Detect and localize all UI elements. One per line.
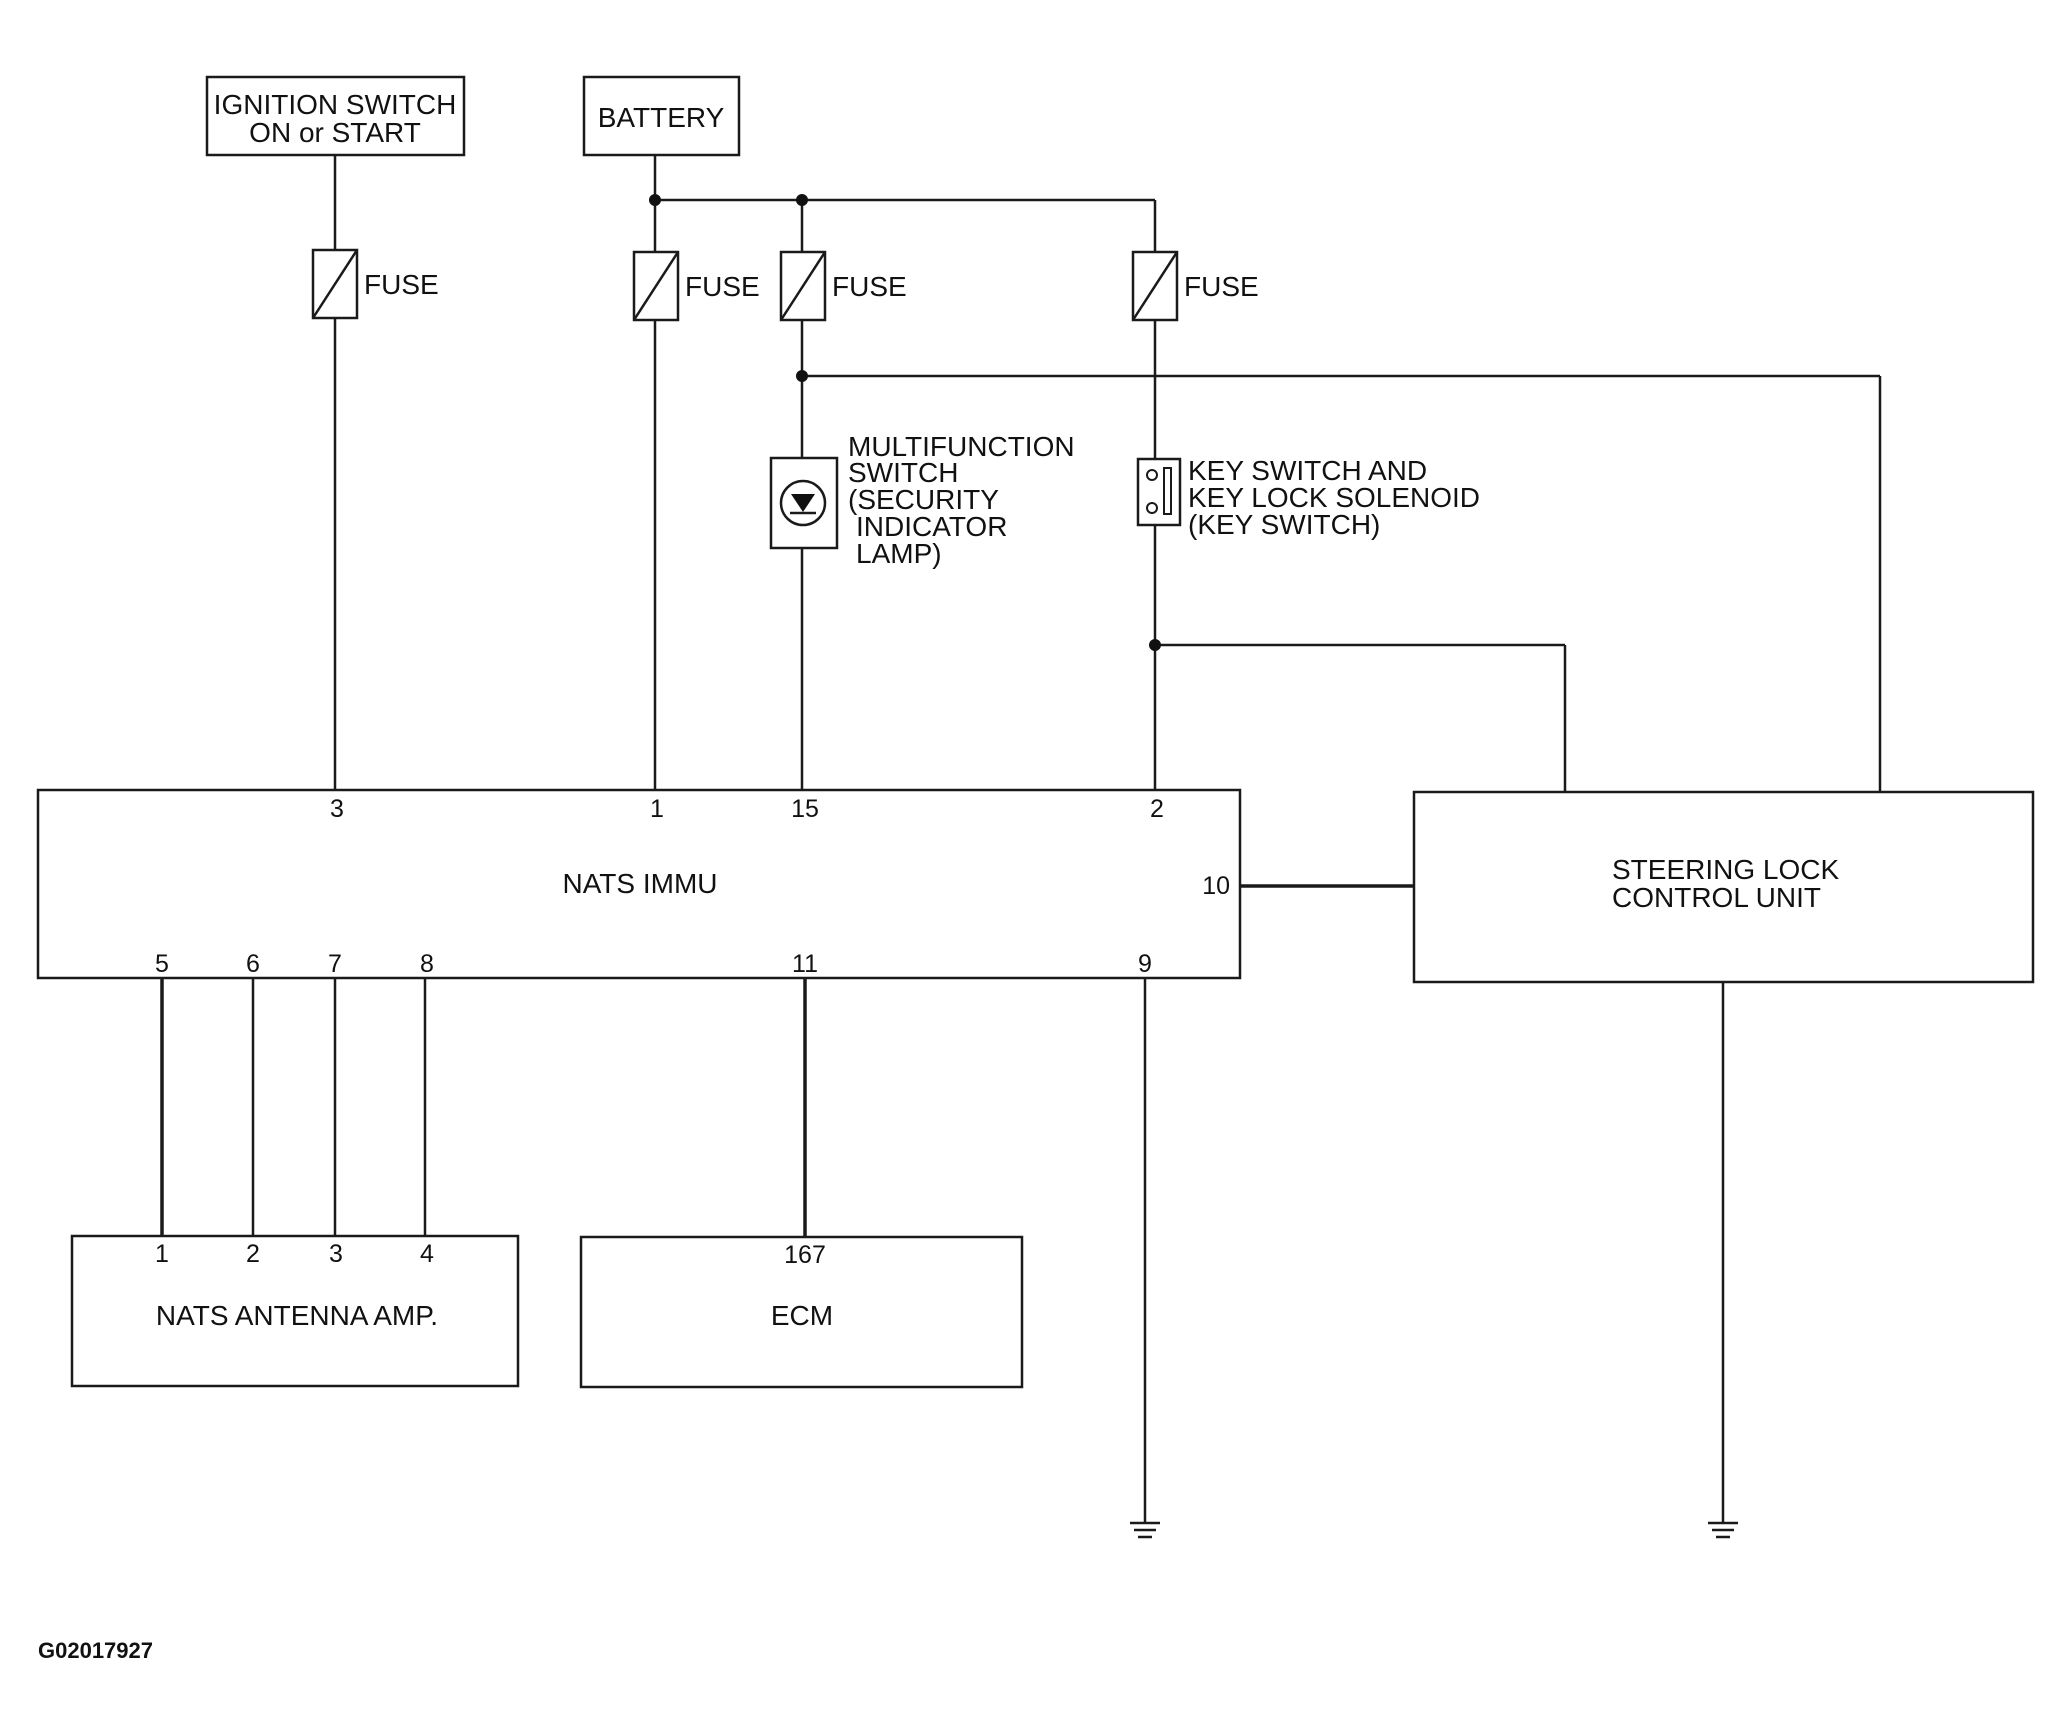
junction-dot (1149, 639, 1161, 651)
pin-label: 4 (420, 1240, 434, 1268)
pin-label: 15 (791, 795, 819, 823)
nats-immu-label: NATS IMMU (562, 868, 717, 899)
battery-label: BATTERY (598, 102, 725, 133)
junction-dot (796, 370, 808, 382)
fuse-battery-2: FUSE (779, 250, 907, 322)
ecm-pin-label: 167 (784, 1241, 826, 1269)
fuse-label: FUSE (685, 271, 760, 302)
pin-label: 1 (155, 1240, 169, 1268)
fuse-ignition: FUSE (311, 248, 439, 320)
ecm-label: ECM (771, 1300, 833, 1331)
figure-id: G02017927 (38, 1638, 153, 1663)
key-switch: KEY SWITCH AND KEY LOCK SOLENOID (KEY SW… (1136, 455, 1480, 540)
multifunction-label-5: LAMP) (856, 538, 942, 569)
ground-icon (1708, 1521, 1738, 1539)
key-switch-label-2: KEY LOCK SOLENOID (1188, 482, 1480, 513)
nats-immu-box: NATS IMMU 3 1 15 2 10 5 6 7 8 11 9 (36, 788, 1242, 980)
ignition-switch-label-2: ON or START (249, 117, 421, 148)
ignition-switch-box: IGNITION SWITCH ON or START (205, 75, 466, 157)
diode-icon (791, 494, 815, 512)
fuse-label: FUSE (364, 269, 439, 300)
pin-label: 9 (1138, 950, 1152, 978)
pin-label: 6 (246, 950, 260, 978)
pin-label: 7 (328, 950, 342, 978)
nats-antenna-amp-box: 1 2 3 4 NATS ANTENNA AMP. (70, 1234, 520, 1388)
junction-dot (649, 194, 661, 206)
multifunction-label-1: MULTIFUNCTION (848, 431, 1075, 462)
multifunction-label-3: (SECURITY (848, 484, 999, 515)
steering-lock-label-2: CONTROL UNIT (1612, 882, 1821, 913)
pin-label: 1 (650, 795, 664, 823)
pin-label: 2 (246, 1240, 260, 1268)
ignition-switch-label-1: IGNITION SWITCH (214, 89, 457, 120)
pin-label: 5 (155, 950, 169, 978)
fuse-label: FUSE (1184, 271, 1259, 302)
multifunction-label-2: SWITCH (848, 457, 958, 488)
fuse-battery-1: FUSE (632, 250, 760, 322)
nats-antenna-label: NATS ANTENNA AMP. (156, 1300, 438, 1331)
multifunction-label-4: INDICATOR (856, 511, 1007, 542)
fuse-label: FUSE (832, 271, 907, 302)
ground-icon (1130, 1521, 1160, 1539)
ecm-box: 167 ECM (579, 1235, 1024, 1389)
key-switch-label-1: KEY SWITCH AND (1188, 455, 1427, 486)
fuse-battery-3: FUSE (1131, 250, 1259, 322)
pin-label: 11 (792, 950, 818, 978)
steering-lock-box: STEERING LOCK CONTROL UNIT (1412, 790, 2035, 984)
junction-dot (796, 194, 808, 206)
pin-label: 8 (420, 950, 434, 978)
key-switch-label-3: (KEY SWITCH) (1188, 509, 1380, 540)
steering-lock-label-1: STEERING LOCK (1612, 854, 1839, 885)
pin-label: 3 (330, 795, 344, 823)
pin-label: 2 (1150, 795, 1164, 823)
security-indicator-lamp: MULTIFUNCTION SWITCH (SECURITY INDICATOR… (769, 431, 1075, 569)
pin-label: 10 (1202, 872, 1230, 900)
battery-box: BATTERY (582, 75, 741, 157)
pin-label: 3 (329, 1240, 343, 1268)
junctions (649, 194, 1161, 651)
